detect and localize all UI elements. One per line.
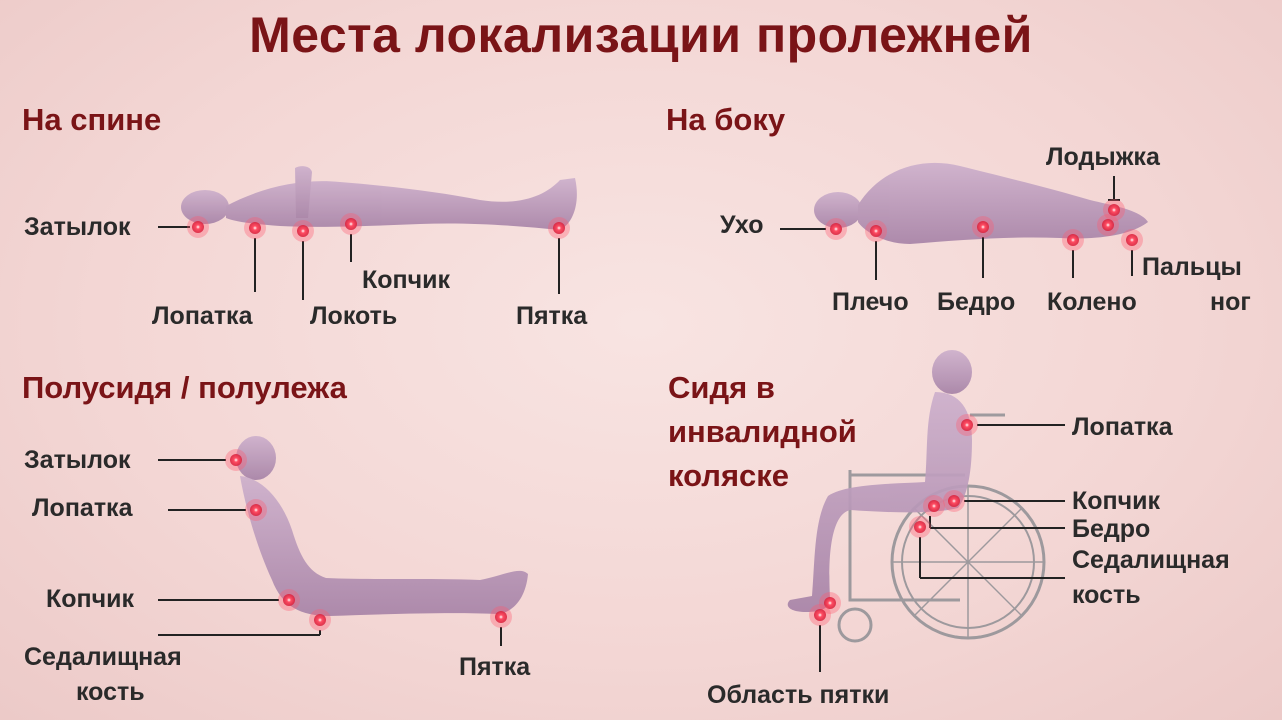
pressure-point-back-coccyx	[345, 218, 357, 230]
pressure-point-semi-ischium	[314, 614, 326, 626]
pressure-point-side-toes	[1126, 234, 1138, 246]
pressure-point-semi-scapula	[250, 504, 262, 516]
pressure-point-side-hip	[977, 221, 989, 233]
label-back-coccyx: Копчик	[362, 266, 451, 294]
leader-lines	[158, 176, 1133, 672]
label-wheel-ischium-2: кость	[1072, 581, 1141, 609]
label-side-ankle: Лодыжка	[1046, 143, 1160, 171]
label-semi-scapula: Лопатка	[32, 494, 133, 522]
label-wheel-hip: Бедро	[1072, 515, 1151, 543]
pressure-point-wheel-scapula	[961, 419, 973, 431]
pressure-point-semi-occiput	[230, 454, 242, 466]
label-back-heel: Пятка	[516, 302, 588, 330]
label-semi-ischium-2: кость	[76, 678, 145, 706]
pressure-point-wheel-heel2	[814, 609, 826, 621]
pressure-points	[187, 199, 1143, 631]
figure-side	[814, 162, 1148, 244]
pressure-point-semi-heel	[495, 611, 507, 623]
pressure-point-side-ankle	[1108, 204, 1120, 216]
label-semi-occiput: Затылок	[24, 446, 131, 474]
section-title-wheel-1: Сидя в	[668, 370, 775, 405]
label-wheel-ischium-1: Седалищная	[1072, 546, 1230, 574]
page-title: Места локализации пролежней	[249, 7, 1033, 63]
figure-wheel	[787, 350, 972, 612]
section-title-semi: Полусидя / полулежа	[22, 370, 347, 405]
pressure-point-side-shoulder	[870, 225, 882, 237]
label-side-toes-2: ног	[1210, 288, 1251, 316]
pressure-point-back-scapula	[249, 222, 261, 234]
label-semi-heel: Пятка	[459, 653, 531, 681]
section-title-wheel-3: коляске	[668, 458, 790, 493]
pressure-point-side-ear	[830, 223, 842, 235]
pressure-point-side-knee	[1067, 234, 1079, 246]
pressure-point-back-elbow	[297, 225, 309, 237]
label-side-hip: Бедро	[937, 288, 1016, 316]
figure-semi	[236, 436, 528, 616]
label-side-knee: Колено	[1047, 288, 1137, 316]
section-title-side: На боку	[666, 102, 786, 137]
label-back-elbow: Локоть	[310, 302, 398, 330]
pressure-point-wheel-coccyx2	[928, 500, 940, 512]
pressure-point-wheel-coccyx	[948, 495, 960, 507]
pressure-point-back-heel	[553, 222, 565, 234]
label-back-occiput: Затылок	[24, 213, 131, 241]
pressure-point-semi-coccyx	[283, 594, 295, 606]
pressure-point-wheel-heel	[824, 597, 836, 609]
pressure-point-wheel-hip	[914, 521, 926, 533]
label-wheel-scapula: Лопатка	[1072, 413, 1173, 441]
section-title-back: На спине	[22, 102, 162, 137]
label-semi-ischium-1: Седалищная	[24, 643, 182, 671]
label-side-toes-1: Пальцы	[1142, 253, 1242, 281]
pressure-point-back-occiput	[192, 221, 204, 233]
label-side-shoulder: Плечо	[832, 288, 909, 316]
figure-back	[181, 166, 577, 230]
wheelchair	[837, 413, 1046, 643]
label-wheel-heel: Область пятки	[707, 681, 890, 709]
pressure-point-side-ankle2	[1102, 219, 1114, 231]
label-side-ear: Ухо	[720, 211, 764, 239]
section-title-wheel-2: инвалидной	[668, 414, 857, 449]
label-semi-coccyx: Копчик	[46, 585, 135, 613]
label-wheel-coccyx: Копчик	[1072, 487, 1161, 515]
label-back-scapula: Лопатка	[152, 302, 253, 330]
